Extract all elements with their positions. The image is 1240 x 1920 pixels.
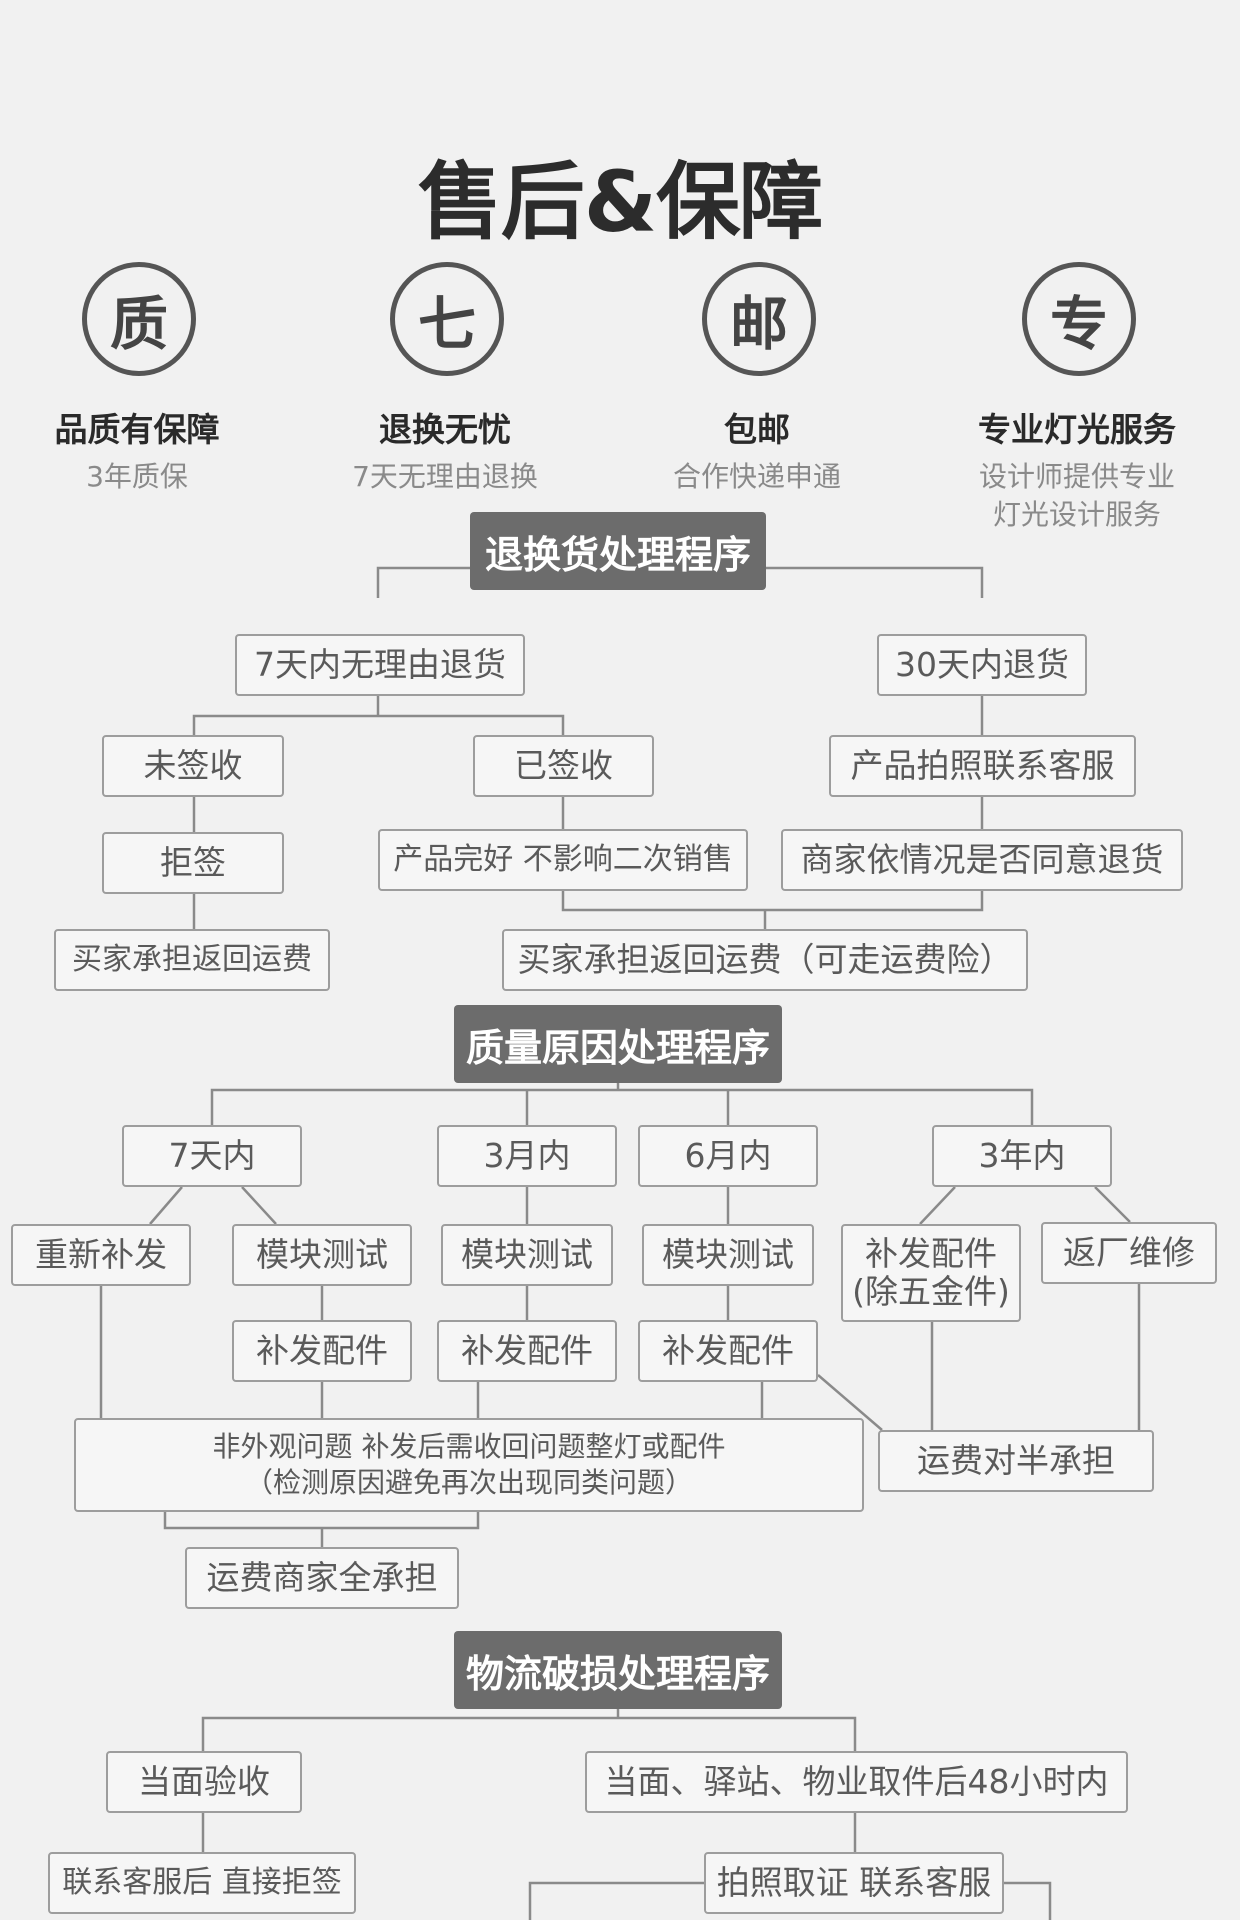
node-30day-return: 30天内退货 (877, 634, 1087, 696)
node-send-parts-6m: 补发配件 (638, 1320, 818, 1382)
node-parts-except-hardware: 补发配件 (除五金件) (841, 1224, 1021, 1322)
node-within-6-months: 6月内 (638, 1125, 818, 1187)
node-signed: 已签收 (473, 735, 654, 797)
feature-title-quality: 品质有保障 (54, 410, 220, 449)
section-title-logistics-damage: 物流破损处理程序 (454, 1631, 782, 1709)
node-parts-line2: (除五金件) (852, 1272, 1010, 1311)
connector (1004, 1881, 1052, 1920)
quality-icon: 质 (82, 262, 196, 376)
node-send-parts-7d: 补发配件 (232, 1320, 412, 1382)
feature-subtitle-lighting-line1: 设计师提供专业 (978, 460, 1175, 493)
section-title-returns: 退换货处理程序 (470, 512, 766, 590)
node-module-test-7d: 模块测试 (232, 1224, 412, 1286)
node-contact-then-reject: 联系客服后 直接拒签 (48, 1852, 356, 1914)
connector (201, 1716, 857, 1751)
connector (919, 1186, 956, 1225)
node-7day-return: 7天内无理由退货 (235, 634, 525, 696)
node-non-appearance-line2: （检测原因避免再次出现同类问题） (244, 1466, 693, 1499)
connector (817, 1374, 883, 1431)
node-photo-contact-service: 产品拍照联系客服 (829, 735, 1136, 797)
node-split-freight: 运费对半承担 (878, 1430, 1154, 1492)
connector (1094, 1186, 1131, 1223)
feature-title-shipping: 包邮 (724, 410, 790, 449)
node-within-3-years: 3年内 (932, 1125, 1112, 1187)
seven-days-icon: 七 (390, 262, 504, 376)
feature-title-returns: 退换无忧 (379, 410, 511, 449)
node-parts-line1: 补发配件 (865, 1234, 997, 1273)
connector (241, 1186, 277, 1225)
node-reject: 拒签 (102, 832, 284, 894)
connector (561, 891, 984, 912)
node-pickup-within-48h: 当面、驿站、物业取件后48小时内 (585, 1751, 1128, 1813)
node-resend: 重新补发 (11, 1224, 191, 1286)
node-buyer-pays-freight: 买家承担返回运费 (54, 929, 330, 991)
feature-title-lighting: 专业灯光服务 (978, 410, 1176, 449)
node-module-test-6m: 模块测试 (642, 1224, 814, 1286)
node-unsigned: 未签收 (102, 735, 284, 797)
feature-subtitle-returns: 7天无理由退换 (352, 460, 538, 493)
feature-subtitle-lighting-line2: 灯光设计服务 (992, 498, 1161, 531)
connector (528, 1881, 704, 1920)
node-product-intact: 产品完好 不影响二次销售 (378, 829, 748, 891)
node-module-test-3m: 模块测试 (441, 1224, 613, 1286)
page-title: 售后&保障 (417, 153, 823, 251)
feature-subtitle-lighting: 设计师提供专业 灯光设计服务 (917, 458, 1237, 534)
section-title-quality: 质量原因处理程序 (454, 1005, 782, 1083)
node-send-parts-3m: 补发配件 (437, 1320, 617, 1382)
feature-subtitle-shipping: 合作快递申通 (672, 460, 841, 493)
node-non-appearance-issue: 非外观问题 补发后需收回问题整灯或配件 （检测原因避免再次出现同类问题） (74, 1418, 864, 1512)
feature-subtitle-quality: 3年质保 (86, 460, 188, 493)
connector (192, 714, 565, 735)
node-within-3-months: 3月内 (437, 1125, 617, 1187)
connector (163, 1510, 480, 1530)
node-factory-repair: 返厂维修 (1041, 1222, 1217, 1284)
node-face-inspection: 当面验收 (106, 1751, 302, 1813)
shipping-icon: 邮 (702, 262, 816, 376)
node-merchant-decide: 商家依情况是否同意退货 (781, 829, 1183, 891)
connector (149, 1186, 183, 1225)
node-within-7-days: 7天内 (122, 1125, 302, 1187)
node-buyer-pays-insurance: 买家承担返回运费（可走运费险） (502, 929, 1028, 991)
node-non-appearance-line1: 非外观问题 补发后需收回问题整灯或配件 (212, 1430, 726, 1463)
node-photo-evidence: 拍照取证 联系客服 (704, 1852, 1004, 1914)
connector (210, 1088, 1034, 1125)
professional-icon: 专 (1022, 262, 1136, 376)
node-merchant-pays-freight: 运费商家全承担 (185, 1547, 459, 1609)
